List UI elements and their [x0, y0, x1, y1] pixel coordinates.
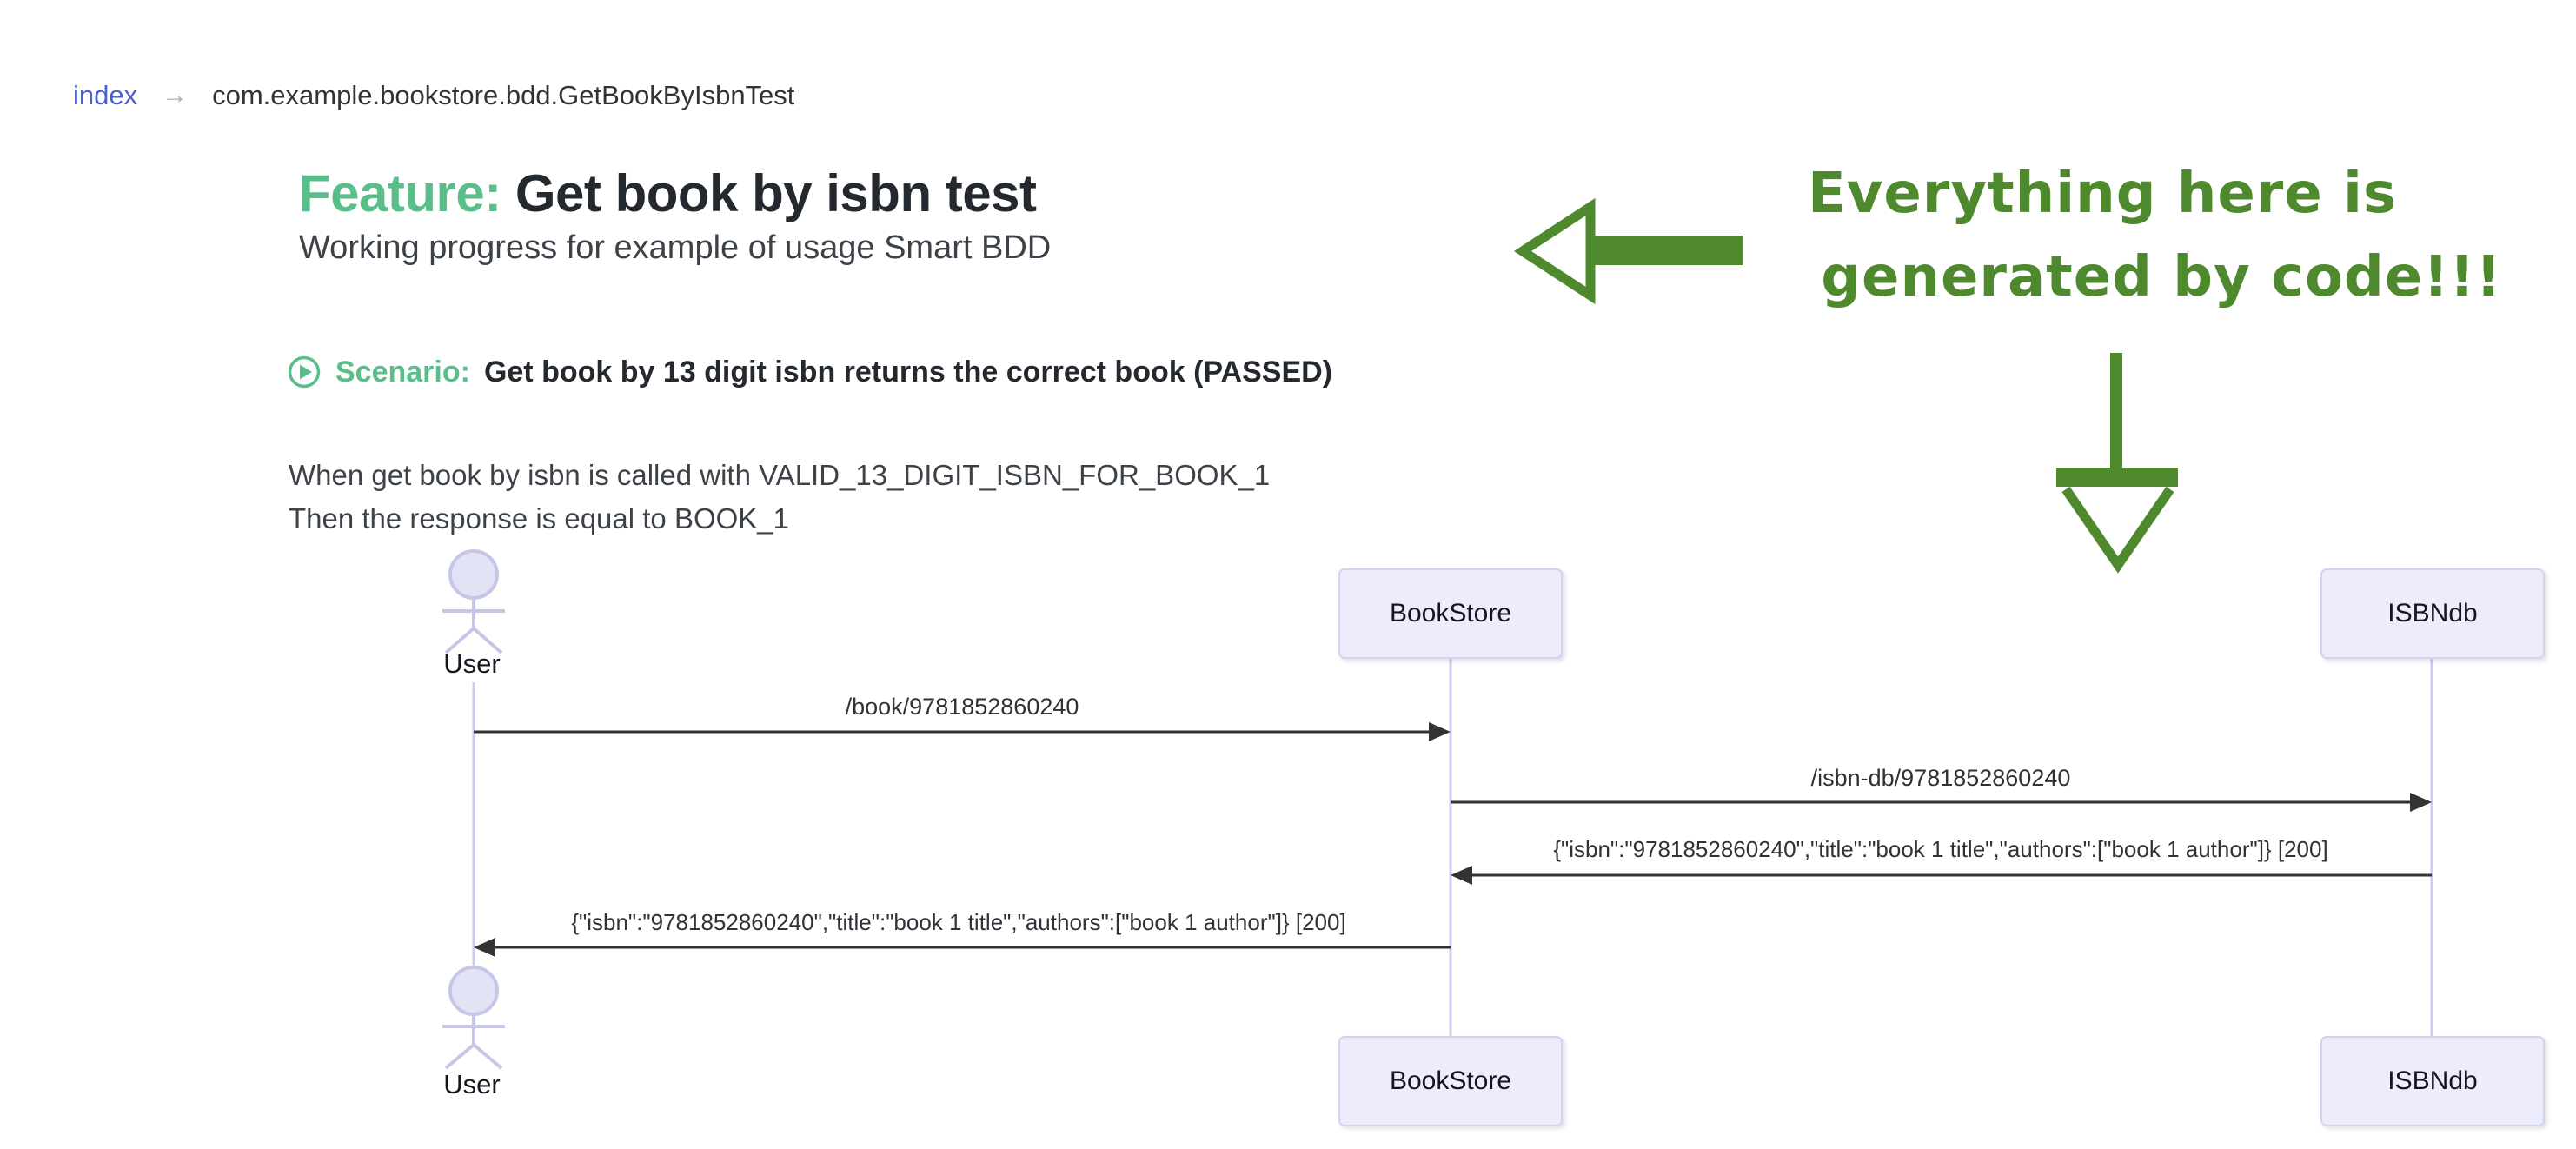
feature-subtitle: Working progress for example of usage Sm… [299, 229, 1052, 266]
breadcrumb-current-page: com.example.bookstore.bdd.GetBookByIsbnT… [212, 80, 795, 110]
message-1-label: /book/9781852860240 [845, 694, 1079, 720]
step-when: When get book by isbn is called with VAL… [289, 459, 1271, 491]
participant-bookstore-bottom: BookStore [1338, 1036, 1563, 1126]
user-actor-icon-bottom [442, 966, 505, 1070]
lifelines [472, 659, 2433, 1036]
message-4-arrowhead-icon [474, 938, 495, 957]
scenario-heading: Scenario: Get book by 13 digit isbn retu… [287, 355, 1332, 389]
scenario-play-icon [288, 355, 321, 389]
participant-isbndb-top: ISBNdb [2320, 568, 2545, 659]
annotation-down-arrow-icon [2056, 353, 2178, 574]
message-4-label: {"isbn":"9781852860240","title":"book 1 … [571, 909, 1346, 935]
message-arrows [474, 722, 2432, 957]
message-3-arrowhead-icon [1451, 866, 1472, 885]
annotation-line-1: Everything here is [1807, 162, 2398, 226]
participant-bookstore-top: BookStore [1338, 568, 1563, 659]
breadcrumb: index → com.example.bookstore.bdd.GetBoo… [73, 80, 794, 111]
scenario-title-text: Get book by 13 digit isbn returns the co… [483, 355, 1333, 389]
message-3-label: {"isbn":"9781852860240","title":"book 1 … [1553, 836, 2328, 862]
breadcrumb-arrow-icon: → [162, 81, 189, 110]
feature-title-text: Get book by isbn test [515, 164, 1037, 222]
participant-isbndb-bottom: ISBNdb [2320, 1036, 2545, 1126]
breadcrumb-index-link[interactable]: index [73, 80, 138, 110]
user-actor-icon-top [442, 549, 505, 654]
feature-keyword: Feature: [299, 164, 501, 222]
annotation-left-arrow-icon [1513, 197, 1743, 305]
annotation-line-2: generated by code!!! [1821, 245, 2502, 309]
actor-user-label-bottom: User [443, 1069, 501, 1099]
scenario-keyword: Scenario: [335, 355, 470, 389]
message-1-arrowhead-icon [1429, 722, 1451, 741]
actor-user-label-top: User [443, 648, 501, 679]
feature-heading: Feature: Get book by isbn test [299, 163, 1037, 223]
step-then: Then the response is equal to BOOK_1 [289, 502, 790, 535]
message-2-label: /isbn-db/9781852860240 [1810, 765, 2071, 791]
message-2-arrowhead-icon [2410, 793, 2432, 812]
